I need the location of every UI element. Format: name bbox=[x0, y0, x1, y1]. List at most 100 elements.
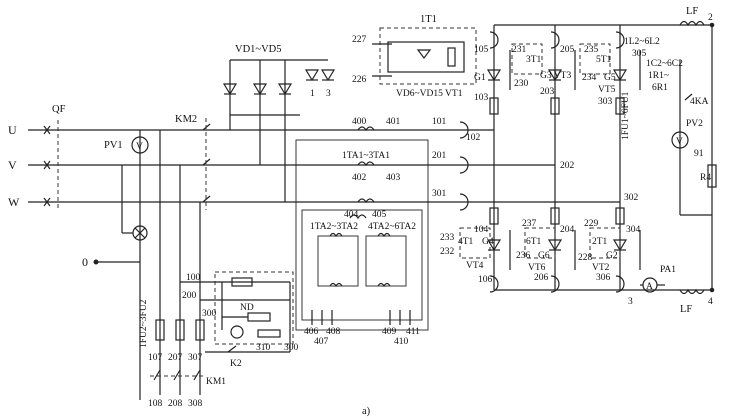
node-300: 300 bbox=[202, 309, 217, 319]
node-305: 305 bbox=[632, 49, 647, 59]
node-304: 304 bbox=[626, 225, 641, 235]
node-2: 2 bbox=[708, 13, 713, 23]
r1-label: 1R1~ bbox=[648, 71, 669, 81]
3t1-label: 3T1 bbox=[526, 55, 542, 65]
node-306: 306 bbox=[596, 273, 611, 283]
node-408: 408 bbox=[326, 327, 341, 337]
node-407: 407 bbox=[314, 337, 329, 347]
vd1-vd5-label: VD1~VD5 bbox=[235, 44, 282, 55]
ta2-left-label: 1TA2~3TA2 bbox=[310, 222, 358, 232]
phase-w-label: W bbox=[8, 195, 20, 209]
node-207: 207 bbox=[168, 353, 183, 363]
vt4-label: VT4 bbox=[466, 261, 484, 271]
neutral-label: 0 bbox=[82, 255, 88, 269]
nd-label: ND bbox=[240, 303, 254, 313]
node-308: 308 bbox=[188, 399, 203, 409]
node-104: 104 bbox=[474, 225, 489, 235]
km1-label: KM1 bbox=[206, 377, 226, 387]
node-228: 228 bbox=[578, 253, 593, 263]
node-103: 103 bbox=[474, 93, 489, 103]
vd6-label: VD6~VD15 VT1 bbox=[396, 89, 463, 99]
lf-bottom-label: LF bbox=[680, 304, 692, 315]
node-232: 232 bbox=[440, 247, 455, 257]
pa1-label: PA1 bbox=[660, 265, 676, 275]
ta2-right-label: 4TA2~6TA2 bbox=[368, 222, 416, 232]
node-205: 205 bbox=[560, 45, 575, 55]
g1-label: G1 bbox=[474, 73, 486, 83]
node-226: 226 bbox=[352, 75, 367, 85]
node-108: 108 bbox=[148, 399, 163, 409]
vt5-label: VT5 bbox=[598, 85, 616, 95]
node-201: 201 bbox=[432, 151, 447, 161]
5t1-label: 5T1 bbox=[596, 55, 612, 65]
g2-label: G2 bbox=[606, 251, 618, 261]
node-300-right: 300 bbox=[284, 343, 299, 353]
pa1-symbol: A bbox=[646, 282, 653, 292]
node-91: 91 bbox=[694, 149, 704, 159]
node-203: 203 bbox=[540, 87, 555, 97]
fu2-label: 1FU2~3FU2 bbox=[139, 299, 149, 348]
c1-c6-label: 1C2~6C2 bbox=[646, 59, 683, 69]
node-3-bottom: 3 bbox=[628, 297, 633, 307]
phase-u-label: U bbox=[8, 123, 17, 137]
node-100: 100 bbox=[186, 273, 201, 283]
node-402: 402 bbox=[352, 173, 367, 183]
node-301: 301 bbox=[432, 189, 447, 199]
node-107: 107 bbox=[148, 353, 163, 363]
node-1: 1 bbox=[310, 89, 315, 99]
l1-l6-label: 1L2~6L2 bbox=[624, 37, 660, 47]
g6-label: G6 bbox=[538, 251, 550, 261]
qf-label: QF bbox=[52, 104, 66, 115]
1t1-label: 1T1 bbox=[420, 14, 437, 25]
node-235: 235 bbox=[584, 45, 599, 55]
pv2-voltmeter-icon bbox=[671, 131, 689, 149]
node-3: 3 bbox=[326, 89, 331, 99]
node-406: 406 bbox=[304, 327, 319, 337]
node-307: 307 bbox=[188, 353, 203, 363]
2t1-label: 2T1 bbox=[592, 237, 608, 247]
figure-caption: a) bbox=[362, 406, 371, 417]
node-409: 409 bbox=[382, 327, 397, 337]
node-411: 411 bbox=[406, 327, 420, 337]
node-400: 400 bbox=[352, 117, 367, 127]
labels: U V W 0 QF PV1 V KM2 VD1~VD5 1 3 1T1 227… bbox=[8, 6, 713, 417]
node-4: 4 bbox=[708, 297, 713, 307]
4t1-label: 4T1 bbox=[458, 237, 474, 247]
node-230: 230 bbox=[514, 79, 529, 89]
thyristor-bridge bbox=[455, 24, 712, 293]
1ta1-label: 1TA1~3TA1 bbox=[342, 151, 390, 161]
node-236: 236 bbox=[516, 251, 531, 261]
phase-lines bbox=[28, 118, 455, 210]
node-302: 302 bbox=[624, 193, 639, 203]
4ka-label: 4KA bbox=[690, 97, 709, 107]
r4-label: R4 bbox=[700, 173, 711, 183]
fu1-label: 1FU1~6FU1 bbox=[621, 91, 631, 140]
km2-label: KM2 bbox=[175, 114, 197, 125]
k2-label: K2 bbox=[230, 359, 242, 369]
node-106: 106 bbox=[478, 275, 493, 285]
node-227: 227 bbox=[352, 35, 367, 45]
node-200: 200 bbox=[182, 291, 197, 301]
pv2-symbol: V bbox=[676, 137, 683, 147]
g5-label: G5 bbox=[604, 73, 616, 83]
node-208: 208 bbox=[168, 399, 183, 409]
pv2-label: PV2 bbox=[686, 119, 703, 129]
node-403: 403 bbox=[386, 173, 401, 183]
node-401: 401 bbox=[386, 117, 401, 127]
node-206: 206 bbox=[534, 273, 549, 283]
node-237: 237 bbox=[522, 219, 537, 229]
node-404: 404 bbox=[344, 210, 359, 220]
node-231: 231 bbox=[512, 45, 527, 55]
node-233: 233 bbox=[440, 233, 455, 243]
node-234: 234 bbox=[582, 73, 597, 83]
node-303: 303 bbox=[598, 97, 613, 107]
pv1-symbol: V bbox=[136, 142, 143, 152]
node-202: 202 bbox=[560, 161, 575, 171]
node-310: 310 bbox=[256, 343, 271, 353]
phase-v-label: V bbox=[8, 158, 17, 172]
node-102: 102 bbox=[466, 133, 481, 143]
r6-label: 6R1 bbox=[652, 83, 668, 93]
node-410: 410 bbox=[394, 337, 409, 347]
node-101: 101 bbox=[432, 117, 447, 127]
